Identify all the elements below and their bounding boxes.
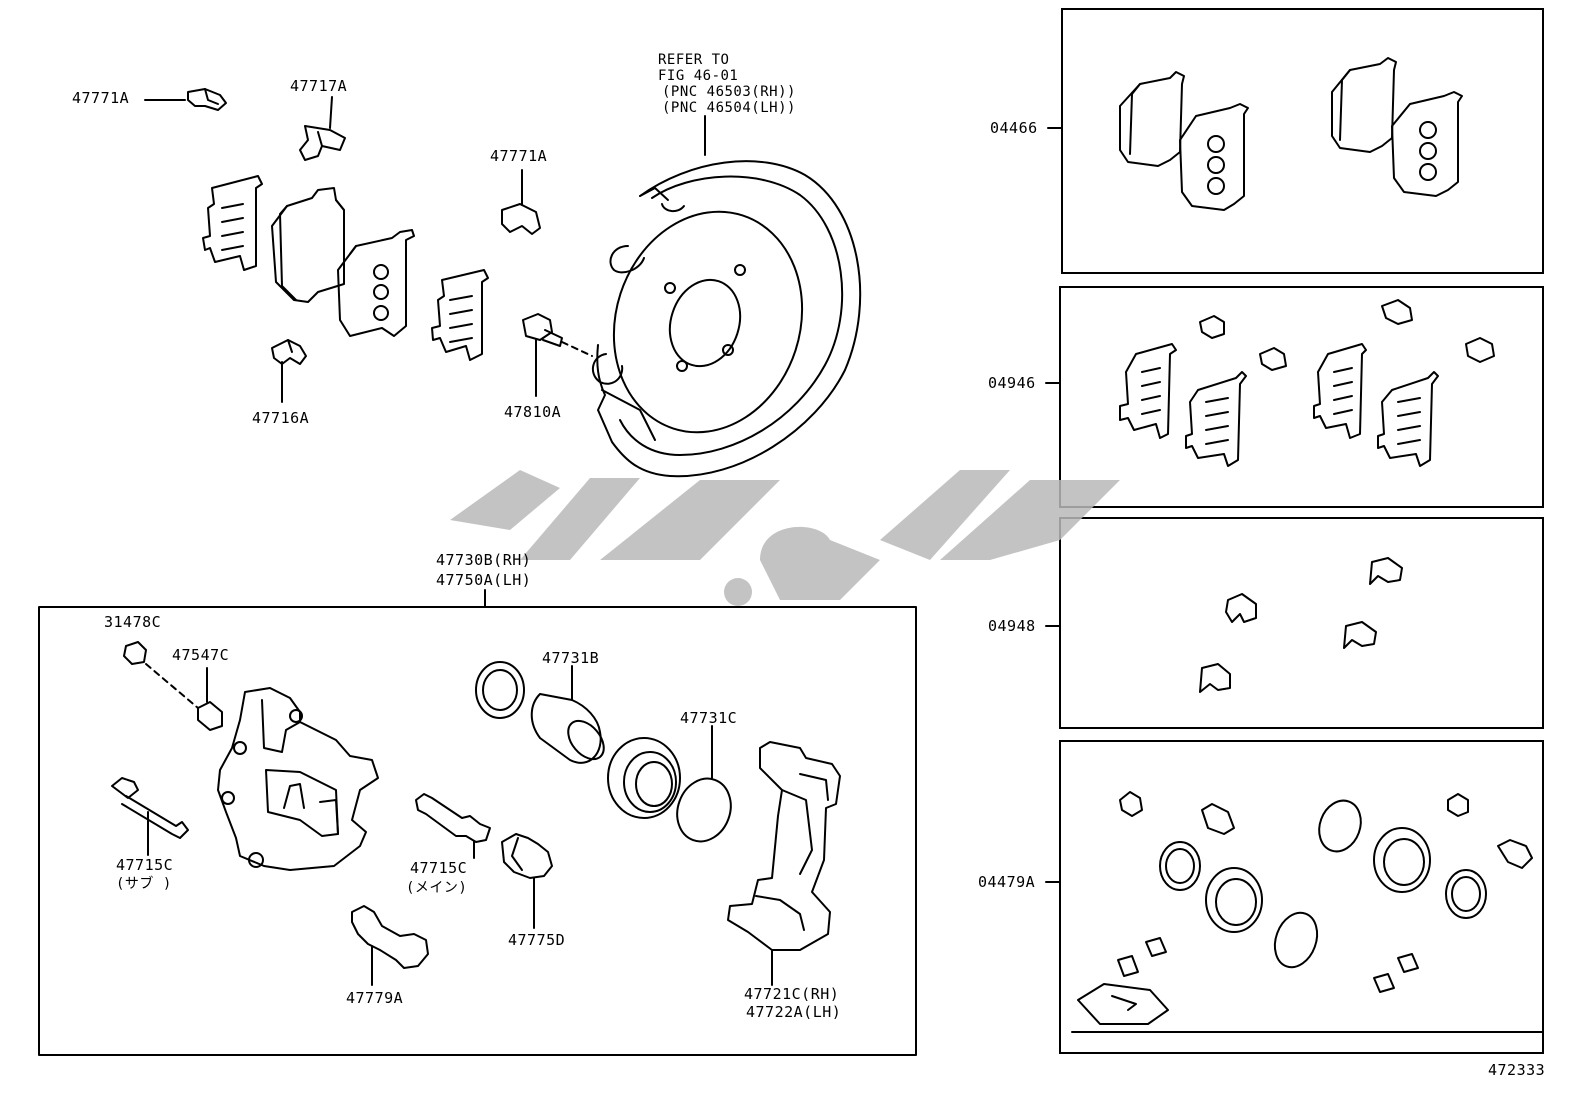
label-assembly-lh: 47750A(LH) [436, 571, 532, 589]
label-47547C: 47547C [172, 646, 230, 664]
clip-47716A [271, 339, 307, 403]
label-47810A: 47810A [504, 403, 562, 421]
boot-47775D [501, 833, 553, 929]
label-47731B: 47731B [542, 649, 600, 667]
kit-04466-pads [1119, 57, 1463, 211]
label-kit-04466: 04466 [990, 119, 1038, 137]
guide-pin-47779A [351, 905, 429, 986]
refer-line-3: (PNC 46503(RH)) [662, 84, 796, 100]
boot-47731-piston [607, 737, 681, 819]
kit-box-04466 [1061, 8, 1544, 274]
label-47715C-sub-note: (サブ ) [116, 876, 172, 892]
refer-line-1: REFER TO [658, 52, 730, 68]
label-47775D: 47775D [508, 931, 566, 949]
label-47716A: 47716A [252, 409, 310, 427]
label-47771A-right: 47771A [490, 147, 548, 165]
label-kit-04948: 04948 [988, 617, 1036, 635]
slide-pin-47715C-main [415, 793, 491, 859]
label-47731C: 47731C [680, 709, 738, 727]
clip-47771A-left [144, 88, 227, 111]
bolt-47810A [522, 313, 593, 397]
label-kit-04479A: 04479A [978, 873, 1036, 891]
pad-inner-left [271, 187, 345, 303]
kit-box-04948 [1059, 517, 1544, 729]
pad-outer-left [337, 229, 415, 337]
label-47715C-sub: 47715C [116, 856, 174, 874]
kit-04946-shims [1119, 299, 1495, 467]
refer-line-2: FIG 46-01 [658, 68, 739, 84]
label-47771A-left: 47771A [72, 89, 130, 107]
shim-outer-left [202, 175, 263, 271]
piston-47731B [530, 665, 605, 764]
kit-04948-clips [1199, 557, 1403, 693]
shim-inner-left [431, 269, 489, 361]
caliper-body [217, 687, 379, 871]
bleeder-plug-47547C [197, 667, 223, 731]
label-31478C: 31478C [104, 613, 162, 631]
clip-47717A [299, 96, 346, 161]
label-47715C-main-note: (メイン) [406, 880, 468, 896]
kit-04479A-parts [1071, 791, 1543, 1033]
label-47779A: 47779A [346, 989, 404, 1007]
label-47721C-rh: 47721C(RH) [744, 985, 840, 1003]
clip-47771A-right [501, 169, 541, 235]
refer-line-4: (PNC 46504(LH)) [662, 100, 796, 116]
label-kit-04946: 04946 [988, 374, 1036, 392]
backing-plate [591, 115, 862, 478]
label-47717A: 47717A [290, 77, 348, 95]
kit-box-04479A [1059, 740, 1544, 1054]
figure-number: 472333 [1488, 1061, 1546, 1079]
bleeder-cap-31478C [123, 641, 199, 709]
caliper-assembly-frame [38, 606, 917, 1056]
seal-ring-47731C [676, 725, 732, 843]
label-47715C-main: 47715C [410, 859, 468, 877]
caliper-bracket-47721C [727, 741, 841, 986]
label-47722A-lh: 47722A(LH) [746, 1003, 842, 1021]
slide-pin-47715C-sub [111, 777, 189, 856]
kit-box-04946 [1059, 286, 1544, 508]
seal-47731B [475, 661, 525, 719]
label-assembly-rh: 47730B(RH) [436, 551, 532, 569]
